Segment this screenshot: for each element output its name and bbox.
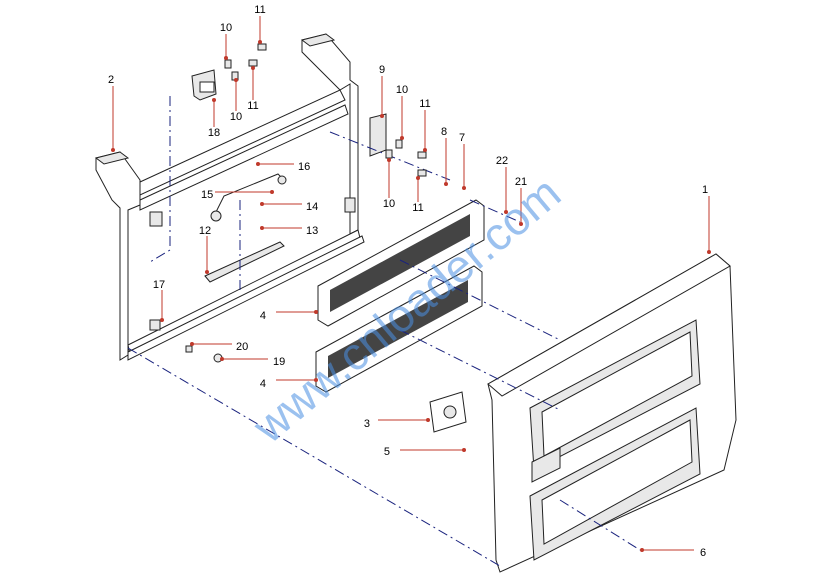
leader-dot — [416, 176, 420, 180]
leader-dot — [707, 250, 711, 254]
leader-dot — [444, 182, 448, 186]
callout-c22: 22 — [496, 155, 508, 214]
leader-dot — [504, 210, 508, 214]
handle-part-15 — [210, 173, 287, 222]
callout-number: 22 — [496, 155, 508, 167]
callout-c16: 16 — [256, 161, 310, 173]
callout-c4a: 4 — [260, 310, 318, 322]
leader-dot — [111, 148, 115, 152]
callout-c2: 2 — [108, 74, 115, 152]
callout-c6: 6 — [640, 547, 706, 559]
callout-number: 1 — [702, 184, 708, 196]
callout-c17: 17 — [153, 279, 165, 322]
leader-dot — [426, 418, 430, 422]
callout-number: 16 — [298, 161, 310, 173]
callout-c11d: 11 — [412, 176, 424, 214]
callout-c11a: 11 — [254, 4, 266, 44]
callout-c10b: 10 — [230, 78, 242, 123]
grille-panel-lower — [315, 265, 483, 393]
callout-number: 10 — [230, 111, 242, 123]
leader-dot — [270, 190, 274, 194]
leader-dot — [256, 162, 260, 166]
callout-c4b: 4 — [260, 378, 318, 390]
leader-dot — [251, 66, 255, 70]
callout-number: 21 — [515, 176, 527, 188]
latch-part-3 — [429, 391, 467, 433]
callout-number: 7 — [459, 132, 465, 144]
callout-c21: 21 — [515, 176, 527, 226]
callout-c10d: 10 — [383, 158, 395, 210]
callout-number: 10 — [396, 84, 408, 96]
leader-dot — [423, 148, 427, 152]
leader-dot — [212, 98, 216, 102]
callout-c9: 9 — [379, 64, 385, 118]
bracket-part-9 — [369, 113, 387, 157]
assembly-lines — [127, 96, 641, 567]
callout-number: 13 — [306, 225, 318, 237]
leader-dot — [258, 40, 262, 44]
callout-number: 11 — [412, 202, 423, 214]
callout-c12: 12 — [199, 225, 211, 274]
callout-number: 19 — [273, 356, 285, 368]
leader-dot — [190, 342, 194, 346]
callout-c15: 15 — [201, 189, 274, 201]
callout-c13: 13 — [260, 225, 318, 237]
callout-number: 9 — [379, 64, 385, 76]
callout-number: 4 — [260, 378, 266, 390]
leader-dot — [260, 202, 264, 206]
callout-number: 2 — [108, 74, 114, 86]
callout-number: 6 — [700, 547, 706, 559]
callout-c1: 1 — [702, 184, 711, 254]
callout-c11b: 11 — [247, 66, 259, 112]
callout-c3: 3 — [364, 418, 430, 430]
callout-c7: 7 — [459, 132, 466, 190]
side-door-panel — [487, 253, 737, 573]
callout-number: 5 — [384, 446, 390, 458]
callout-c8: 8 — [441, 126, 448, 186]
callout-number: 10 — [383, 198, 395, 210]
grille-panel-upper — [317, 199, 485, 327]
callout-number: 18 — [208, 127, 220, 139]
callout-number: 12 — [199, 225, 211, 237]
frame-assembly — [94, 33, 365, 361]
callout-c10a: 10 — [220, 22, 232, 60]
callout-c14: 14 — [260, 201, 318, 213]
leader-dot — [234, 78, 238, 82]
callout-number: 20 — [236, 341, 248, 353]
callout-c20: 20 — [190, 341, 248, 353]
bracket-part-18 — [191, 69, 217, 101]
callout-c11c: 11 — [419, 98, 431, 152]
leader-dot — [640, 548, 644, 552]
leader-dot — [205, 270, 209, 274]
rail-part-12 — [204, 241, 285, 283]
callout-number: 11 — [419, 98, 430, 110]
leader-dot — [387, 158, 391, 162]
leader-dot — [260, 226, 264, 230]
callout-number: 8 — [441, 126, 447, 138]
leader-dot — [519, 222, 523, 226]
leader-dot — [380, 114, 384, 118]
callout-number: 11 — [254, 4, 265, 16]
callout-c5: 5 — [384, 446, 466, 458]
callout-number: 10 — [220, 22, 232, 34]
leader-dot — [314, 378, 318, 382]
leader-dot — [400, 136, 404, 140]
callout-number: 3 — [364, 418, 370, 430]
callout-c10c: 10 — [396, 84, 408, 140]
leader-dot — [224, 56, 228, 60]
leader-dot — [160, 318, 164, 322]
leader-dot — [220, 357, 224, 361]
callout-c19: 19 — [220, 356, 285, 368]
callout-number: 4 — [260, 310, 266, 322]
leader-dot — [462, 448, 466, 452]
callout-number: 15 — [201, 189, 213, 201]
callout-number: 17 — [153, 279, 165, 291]
callout-number: 11 — [247, 100, 258, 112]
leader-dot — [462, 186, 466, 190]
callout-c18: 18 — [208, 98, 220, 139]
callout-number: 14 — [306, 201, 318, 213]
leader-dot — [314, 310, 318, 314]
